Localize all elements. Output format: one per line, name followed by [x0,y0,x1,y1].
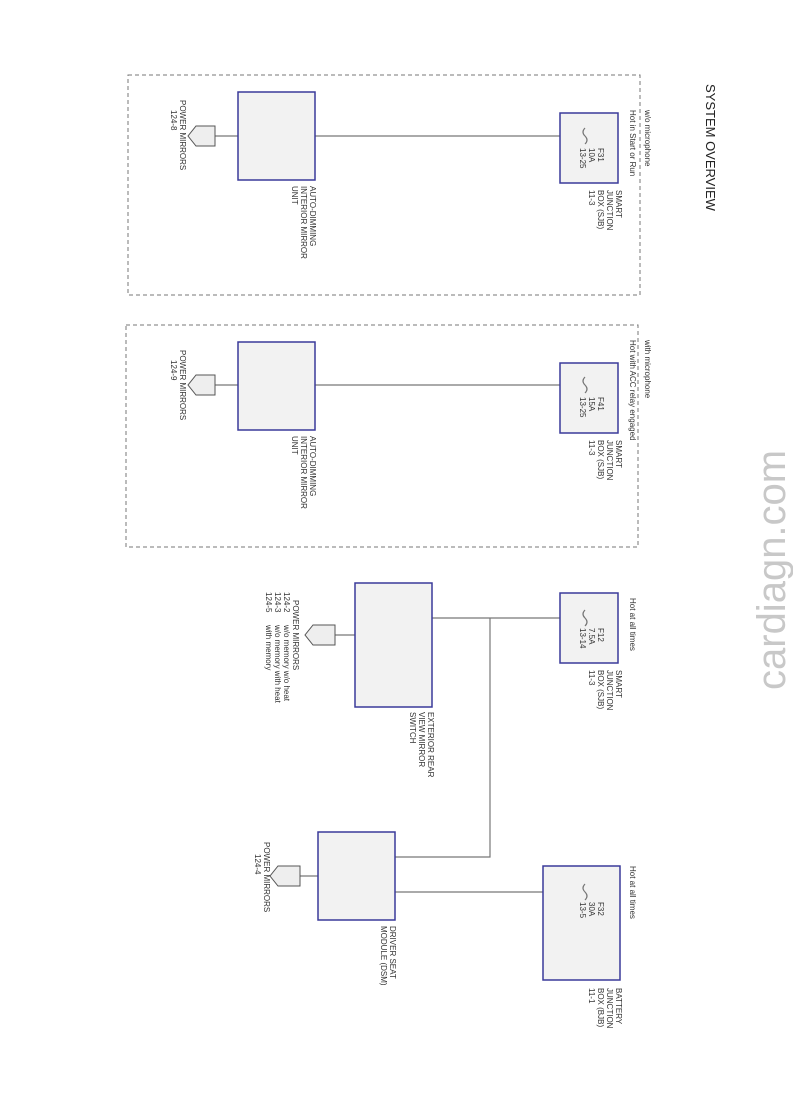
hot-label: Hot at all times [628,866,637,919]
fuse-icon [582,609,588,627]
battery-junction-box [542,865,621,981]
module-label: AUTO-DIMMINGINTERIOR MIRRORUNIT [290,186,317,259]
junction-label: BATTERYJUNCTIONBOX (BJB)11-1 [587,988,623,1029]
page-title: SYSTEM OVERVIEW [703,84,718,212]
connector-label: POWER MIRRORS124-9 [169,350,187,420]
exterior-mirror-switch [354,582,433,708]
connector-icon [187,374,216,396]
hot-label: Hot at all times [628,598,637,651]
auto-dimming-mirror-module [237,341,316,431]
smart-junction-box [559,362,619,434]
fuse-icon [582,883,588,901]
smart-junction-box [559,112,619,184]
connector-label: POWER MIRRORS124-8 [169,100,187,170]
junction-label: SMARTJUNCTIONBOX (SJB)11-3 [587,440,623,481]
circuit-f32: Hot at all times F3230A13-5 BATTERYJUNCT… [253,831,637,1029]
circuit-f41: with microphone Hot with ACC relay engag… [125,324,652,548]
optional-group-border [127,74,641,296]
smart-junction-box [559,592,619,664]
fuse-label: F3110A13-25 [578,148,605,169]
circuit-f31: w/o microphone Hot in Start or Run F3110… [127,74,652,296]
module-label: EXTERIOR REARVIEW MIRRORSWITCH [408,712,435,778]
circuit-f12: Hot at all times F127.5A13-14 SMARTJUNCT… [264,582,637,858]
junction-label: SMARTJUNCTIONBOX (SJB)11-3 [587,190,623,231]
variant-label: with microphone [643,339,652,399]
hot-label: Hot in Start or Run [628,110,637,176]
wire-branch [395,618,491,858]
optional-group-border [125,324,639,548]
hot-label: Hot with ACC relay engaged [628,340,637,441]
auto-dimming-mirror-module [237,91,316,181]
watermark: cardiagn.com [750,450,793,690]
connector-icon [269,865,301,887]
junction-label: SMARTJUNCTIONBOX (SJB)11-3 [587,670,623,711]
fuse-icon [582,127,588,145]
fuse-label: F3230A13-5 [578,902,605,919]
driver-seat-module [317,831,396,921]
variant-label: w/o microphone [643,109,652,167]
fuse-label: F4115A13-25 [578,397,605,418]
fuse-label: F127.5A13-14 [578,628,605,649]
fuse-icon [582,376,588,394]
connector-label: POWER MIRRORS124-2w/o memory w/o heat124… [264,592,300,704]
connector-icon [187,125,216,147]
connector-label: POWER MIRRORS124-4 [253,842,271,912]
module-label: AUTO-DIMMINGINTERIOR MIRRORUNIT [290,436,317,509]
connector-icon [304,624,336,646]
module-label: DRIVER SEATMODULE (DSM) [379,926,397,986]
